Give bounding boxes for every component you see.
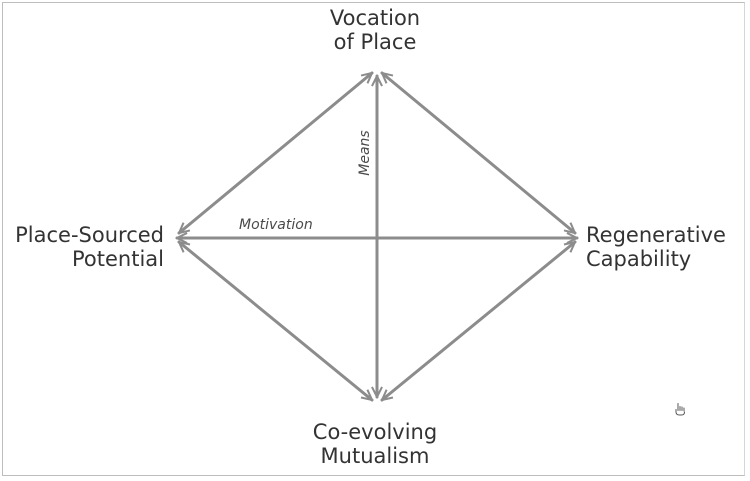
node-bottom-line-2: Mutualism xyxy=(320,444,430,468)
frame-border xyxy=(2,2,745,476)
node-co-evolving-mutualism: Co-evolving Mutualism xyxy=(290,420,460,468)
node-left-line-2: Potential xyxy=(72,247,164,271)
hand-pointer-icon xyxy=(675,403,685,416)
node-right-line-2: Capability xyxy=(586,247,692,271)
node-vocation-of-place: Vocation of Place xyxy=(300,6,450,54)
node-top-line-2: of Place xyxy=(333,30,417,54)
node-top-line-1: Vocation xyxy=(329,6,421,30)
arrow-top-right xyxy=(382,71,575,235)
axis-label-means: Means xyxy=(357,130,373,176)
arrow-bottom-left xyxy=(179,240,372,402)
arrow-top-left xyxy=(179,71,372,235)
node-place-sourced-potential: Place-Sourced Potential xyxy=(4,223,164,271)
arrow-bottom-right xyxy=(382,240,575,402)
node-left-line-1: Place-Sourced xyxy=(15,223,164,247)
node-regenerative-capability: Regenerative Capability xyxy=(586,223,746,271)
axis-label-motivation: Motivation xyxy=(239,217,313,233)
node-right-line-1: Regenerative xyxy=(586,223,726,247)
node-bottom-line-1: Co-evolving xyxy=(312,420,438,444)
